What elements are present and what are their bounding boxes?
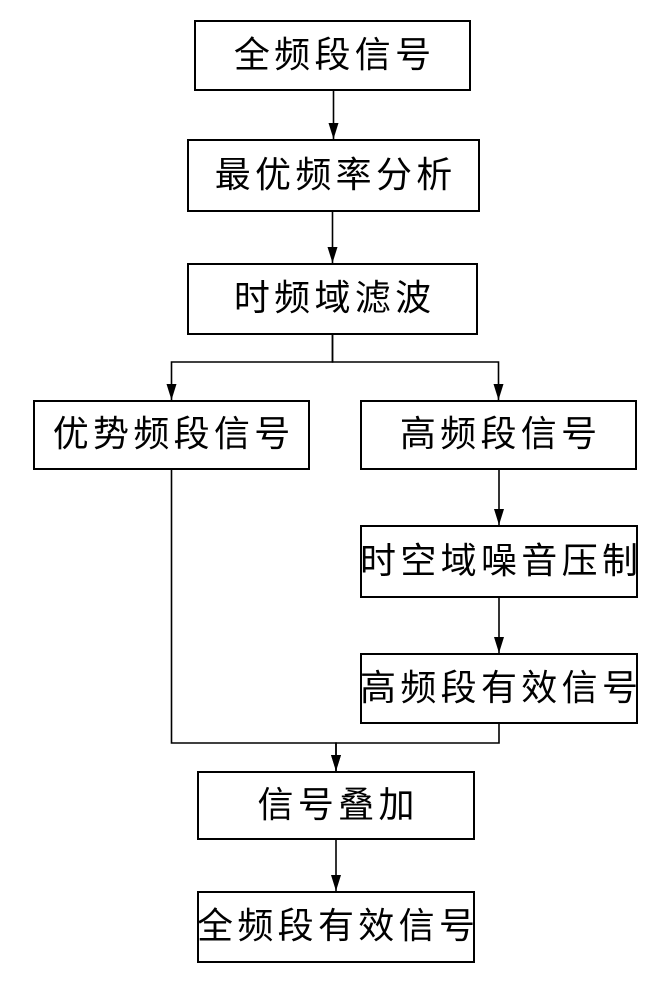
edge-time-frequency-filtering-to-dominant-band-signal xyxy=(166,335,334,400)
node-label-full-band-signal: 全频段信号 xyxy=(233,34,436,76)
node-full-band-signal: 全频段信号 xyxy=(194,20,471,91)
edge-high-band-effective-signal-to-signal-stacking xyxy=(331,724,500,771)
edge-time-frequency-filtering-to-high-band-signal xyxy=(331,335,504,400)
node-dominant-band-signal: 优势频段信号 xyxy=(33,400,310,470)
node-label-signal-stacking: 信号叠加 xyxy=(257,784,419,826)
node-label-high-band-signal: 高频段信号 xyxy=(399,414,602,455)
node-signal-stacking: 信号叠加 xyxy=(197,771,475,840)
node-label-time-frequency-filtering: 时频域滤波 xyxy=(233,278,436,319)
node-full-band-effective-signal: 全频段有效信号 xyxy=(197,891,475,963)
node-time-frequency-filtering: 时频域滤波 xyxy=(187,263,478,335)
node-high-band-effective-signal: 高频段有效信号 xyxy=(360,653,638,724)
node-label-dominant-band-signal: 优势频段信号 xyxy=(52,414,295,455)
node-spatiotemporal-noise-suppression: 时空域噪音压制 xyxy=(360,525,638,598)
node-label-spatiotemporal-noise-suppression: 时空域噪音压制 xyxy=(360,540,643,582)
node-label-full-band-effective-signal: 全频段有效信号 xyxy=(197,906,480,947)
edge-dominant-band-signal-to-signal-stacking xyxy=(170,470,341,771)
node-optimal-frequency-analysis: 最优频率分析 xyxy=(187,139,480,212)
node-high-band-signal: 高频段信号 xyxy=(360,400,637,470)
node-label-optimal-frequency-analysis: 最优频率分析 xyxy=(214,154,457,196)
node-label-high-band-effective-signal: 高频段有效信号 xyxy=(360,667,643,709)
